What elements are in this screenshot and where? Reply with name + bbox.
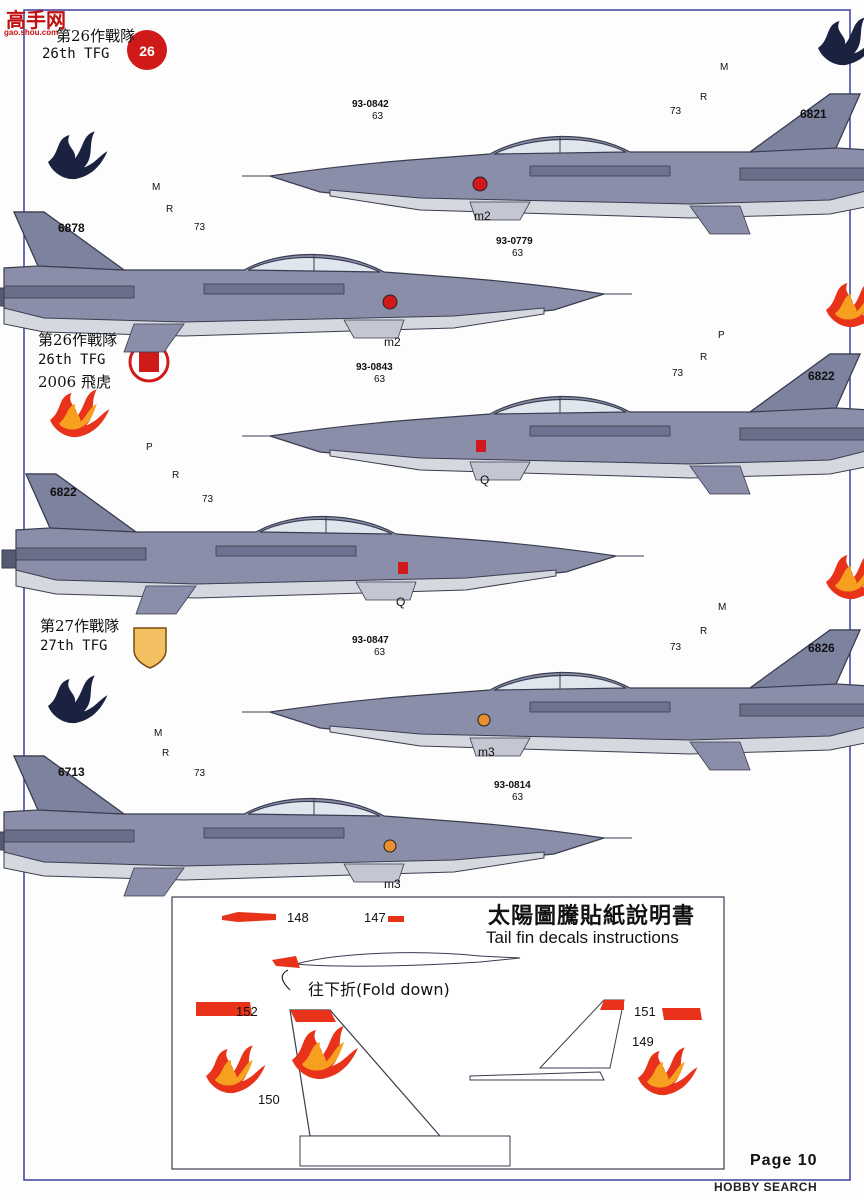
badge-26th-tfg-tiger — [128, 341, 170, 383]
label-r: R — [166, 204, 173, 215]
label-63: 63 — [512, 792, 524, 803]
unit-1-name-en: 26th TFG — [42, 46, 110, 62]
fin-letter: P — [146, 442, 153, 453]
label-r: R — [172, 470, 179, 481]
label-73: 73 — [672, 368, 684, 379]
label-73: 73 — [194, 222, 206, 233]
label-73: 73 — [202, 494, 214, 505]
unit-2-name-en: 26th TFG — [38, 352, 106, 368]
label-73: 73 — [670, 642, 682, 653]
m-label: Q — [396, 595, 405, 609]
fold-down-note: 往下折(Fold down) — [308, 980, 450, 999]
label-r: R — [700, 92, 707, 103]
tail-number: 6826 — [808, 641, 835, 655]
decal-152: 152 — [236, 1004, 258, 1019]
jet-5 — [241, 551, 864, 771]
tail-number: 6822 — [808, 369, 835, 383]
unit-2-name-zh: 第26作戰隊 — [38, 331, 118, 349]
serial-label: 93-0779 — [496, 236, 533, 247]
label-r: R — [700, 352, 707, 363]
jet-1 — [241, 17, 864, 235]
decal-147: 147 — [364, 910, 386, 925]
instructions-box — [171, 896, 725, 1170]
fin-letter: M — [152, 182, 160, 193]
unit-3-name-en: 27th TFG — [40, 638, 108, 654]
tail-number: 6821 — [800, 107, 827, 121]
decal-151: 151 — [634, 1004, 656, 1019]
instructions-title-en: Tail fin decals instructions — [486, 928, 679, 947]
tail-number: 6822 — [50, 485, 77, 499]
unit-1-name-zh: 第26作戰隊 — [56, 27, 136, 45]
jet-4 — [2, 389, 644, 614]
jet-6 — [0, 675, 632, 896]
label-63: 63 — [374, 647, 386, 658]
instructions-title-zh: 太陽圖騰貼紙說明書 — [488, 904, 696, 929]
tail-number: 6713 — [58, 765, 85, 779]
m-label: m2 — [474, 209, 491, 223]
fin-letter: M — [154, 728, 162, 739]
m-label: m3 — [478, 745, 495, 759]
m-label: m3 — [384, 877, 401, 891]
serial-label: 93-0843 — [356, 362, 393, 373]
badge-26th-tfg: 26 — [127, 30, 167, 70]
jet-2 — [0, 131, 632, 352]
label-r: R — [700, 626, 707, 637]
m-label: Q — [480, 473, 489, 487]
instruction-diagram — [196, 912, 702, 1167]
label-63: 63 — [374, 374, 386, 385]
site-logo: 高手网 — [6, 10, 66, 32]
badge-26-number: 26 — [139, 43, 155, 59]
serial-label: 93-0842 — [352, 99, 389, 110]
jet-3 — [241, 279, 864, 495]
decal-149: 149 — [632, 1034, 654, 1049]
label-63: 63 — [512, 248, 524, 259]
fin-letter: M — [718, 602, 726, 613]
tail-number: 6878 — [58, 221, 85, 235]
label-r: R — [162, 748, 169, 759]
page-number: Page 10 — [750, 1152, 818, 1169]
fin-letter: M — [720, 62, 728, 73]
fin-letter: P — [718, 330, 725, 341]
m-label: m2 — [384, 335, 401, 349]
decal-150: 150 — [258, 1092, 280, 1107]
label-73: 73 — [670, 106, 682, 117]
serial-label: 93-0847 — [352, 635, 389, 646]
hobbysearch-watermark: HOBBY SEARCH — [714, 1180, 818, 1194]
label-63: 63 — [372, 111, 384, 122]
unit-2-extra: 2006 飛虎 — [38, 373, 111, 391]
badge-27th-tfg — [133, 627, 167, 669]
decal-148: 148 — [287, 910, 309, 925]
site-url: gao.shou.com — [4, 28, 59, 37]
serial-label: 93-0814 — [494, 780, 531, 791]
unit-3-name-zh: 第27作戰隊 — [40, 617, 120, 635]
label-73: 73 — [194, 768, 206, 779]
